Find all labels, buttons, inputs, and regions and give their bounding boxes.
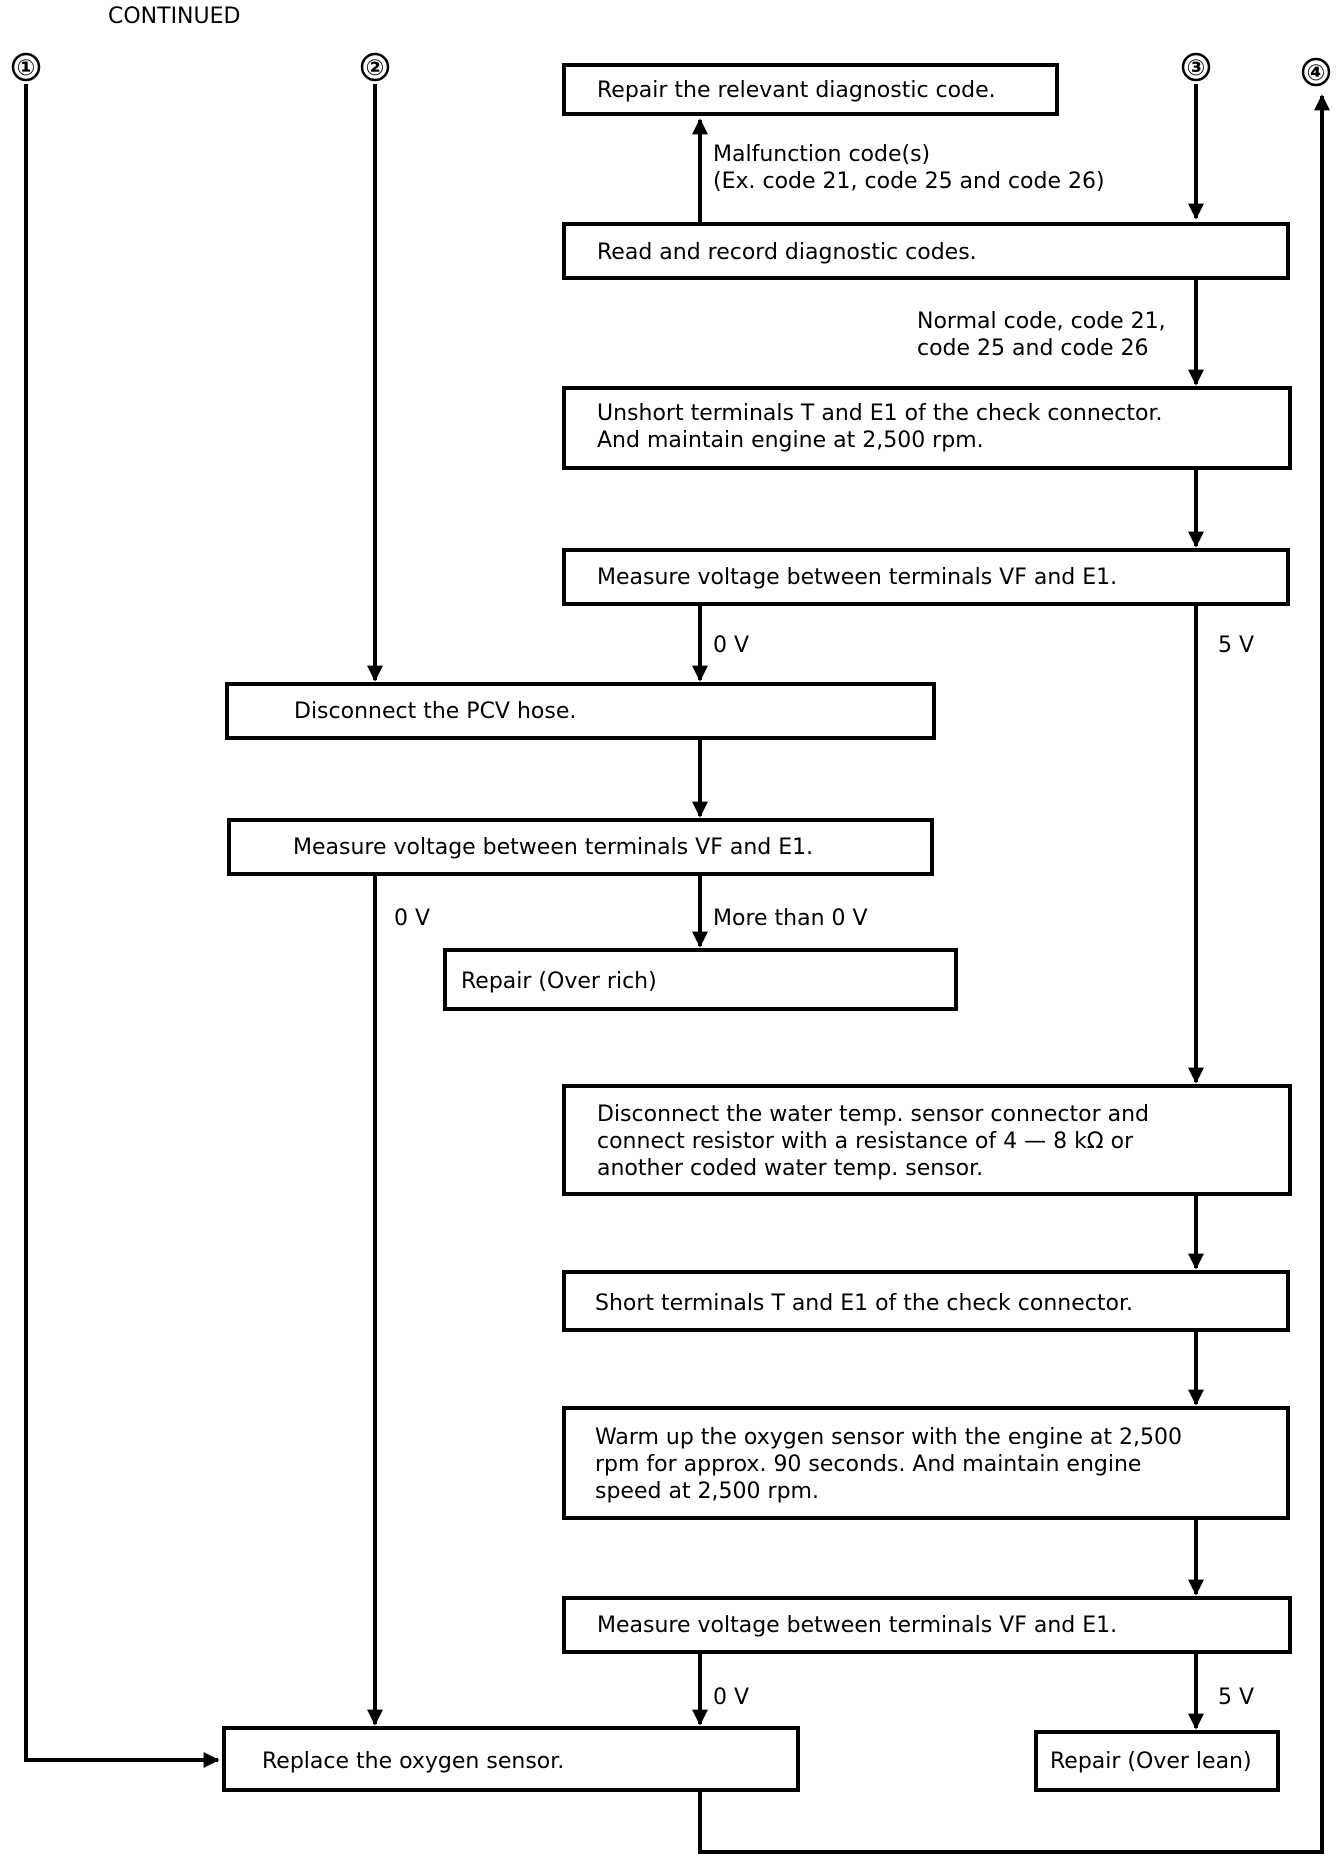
connector-1-label: ① <box>17 56 36 81</box>
box-measure-1-line-1: Measure voltage between terminals VF and… <box>597 565 1117 590</box>
connector-2: ② <box>360 52 390 82</box>
box-water-temp: Disconnect the water temp. sensor connec… <box>562 1084 1292 1196</box>
arrow-replace-to-connector4 <box>698 94 1330 1854</box>
label-measure3-0v: 0 V <box>713 1685 749 1710</box>
box-short-line-1: Short terminals T and E1 of the check co… <box>595 1291 1133 1316</box>
label-measure1-5v: 5 V <box>1218 633 1254 658</box>
box-over-rich-line-1: Repair (Over rich) <box>461 969 657 994</box>
label-measure1-0v: 0 V <box>713 633 749 658</box>
box-measure-2-line-1: Measure voltage between terminals VF and… <box>293 835 813 860</box>
box-measure-3: Measure voltage between terminals VF and… <box>562 1596 1292 1654</box>
box-water-temp-line-3: another coded water temp. sensor. <box>597 1156 983 1181</box>
box-over-lean: Repair (Over lean) <box>1034 1730 1280 1792</box>
label-normal-line-2: code 25 and code 26 <box>917 336 1148 361</box>
box-water-temp-line-2: connect resistor with a resistance of 4 … <box>597 1129 1134 1154</box>
label-malfunction-line-1: Malfunction code(s) <box>713 142 930 167</box>
box-measure-2: Measure voltage between terminals VF and… <box>227 818 934 876</box>
box-unshort: Unshort terminals T and E1 of the check … <box>562 386 1292 470</box>
connector-4-label: ④ <box>1307 61 1326 86</box>
box-pcv: Disconnect the PCV hose. <box>225 682 936 740</box>
connection-lines <box>24 84 1330 1854</box>
box-over-rich: Repair (Over rich) <box>443 948 958 1011</box>
box-repair-code: Repair the relevant diagnostic code. <box>562 63 1059 116</box>
box-warm-up-line-2: rpm for approx. 90 seconds. And maintain… <box>595 1452 1141 1477</box>
label-malfunction-line-2: (Ex. code 21, code 25 and code 26) <box>713 169 1105 194</box>
label-measure3-5v: 5 V <box>1218 1685 1254 1710</box>
connector-1: ① <box>11 52 41 82</box>
box-warm-up: Warm up the oxygen sensor with the engin… <box>562 1406 1290 1520</box>
connector-4: ④ <box>1301 57 1331 87</box>
box-over-lean-line-1: Repair (Over lean) <box>1050 1749 1252 1774</box>
box-read-codes: Read and record diagnostic codes. <box>562 222 1290 280</box>
connector-3: ③ <box>1181 52 1211 82</box>
continued-label: CONTINUED <box>108 4 240 29</box>
connector-3-label: ③ <box>1187 56 1206 81</box>
box-water-temp-line-1: Disconnect the water temp. sensor connec… <box>597 1102 1149 1127</box>
label-measure2-0v: 0 V <box>394 906 430 931</box>
box-repair-code-line-1: Repair the relevant diagnostic code. <box>597 78 996 103</box>
box-unshort-line-1: Unshort terminals T and E1 of the check … <box>597 401 1163 426</box>
label-measure2-more-than-0v: More than 0 V <box>713 906 868 931</box>
box-read-codes-line-1: Read and record diagnostic codes. <box>597 240 977 265</box>
box-warm-up-line-3: speed at 2,500 rpm. <box>595 1479 819 1504</box>
connector-2-label: ② <box>366 56 385 81</box>
arrow-connector1-to-replace <box>24 84 220 1768</box>
label-normal-line-1: Normal code, code 21, <box>917 309 1166 334</box>
box-pcv-line-1: Disconnect the PCV hose. <box>294 699 576 724</box>
box-measure-1: Measure voltage between terminals VF and… <box>562 548 1290 606</box>
box-unshort-line-2: And maintain engine at 2,500 rpm. <box>597 428 984 453</box>
box-replace-line-1: Replace the oxygen sensor. <box>262 1749 564 1774</box>
box-replace: Replace the oxygen sensor. <box>222 1726 800 1792</box>
box-short: Short terminals T and E1 of the check co… <box>562 1270 1290 1332</box>
box-warm-up-line-1: Warm up the oxygen sensor with the engin… <box>595 1425 1182 1450</box>
box-measure-3-line-1: Measure voltage between terminals VF and… <box>597 1613 1117 1638</box>
